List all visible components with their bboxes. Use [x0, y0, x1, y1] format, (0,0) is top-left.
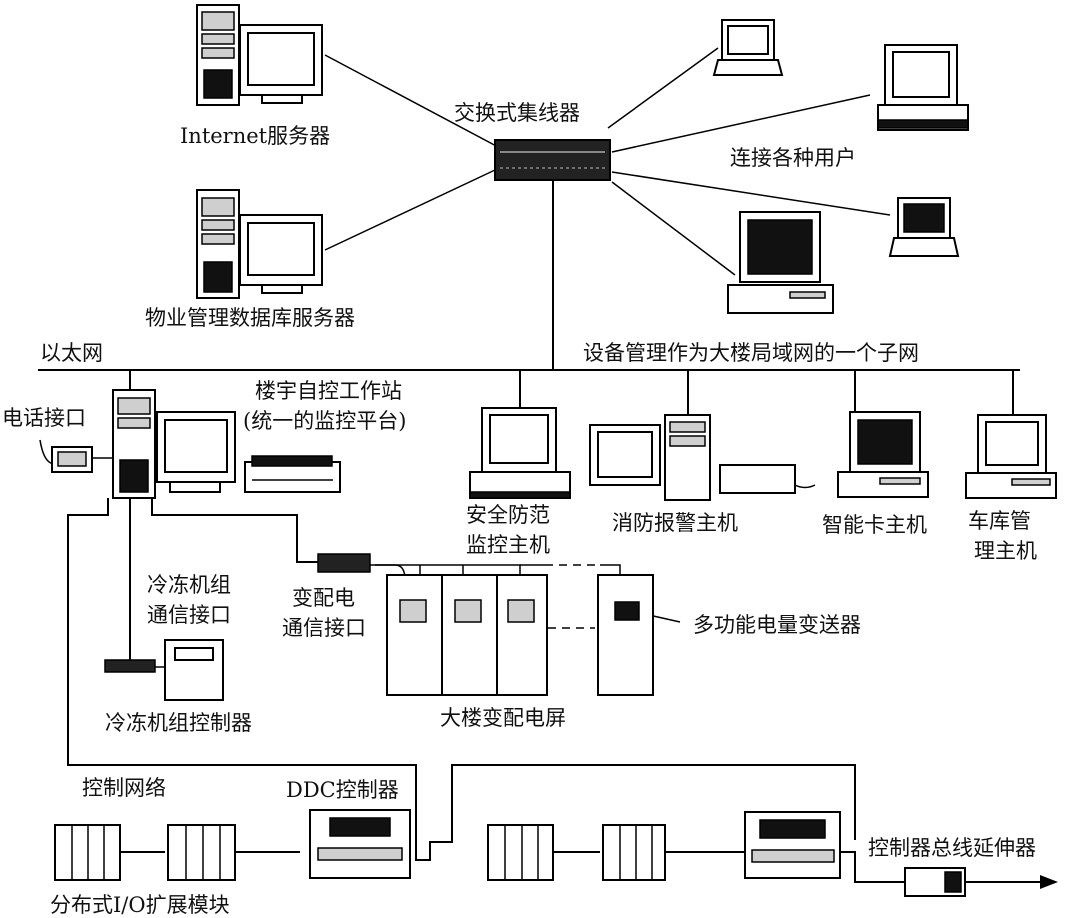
label-security-2: 监控主机 [466, 533, 550, 557]
label-garage-2: 理主机 [974, 539, 1037, 563]
labels: Internet服务器 交换式集线器 连接各种用户 物业管理数据库服务器 以太网… [2, 101, 1037, 917]
label-garage-1: 车库管 [968, 509, 1031, 533]
chiller-controller-icon [164, 639, 224, 701]
bus-extender-icon [904, 867, 966, 897]
label-security-1: 安全防范 [466, 503, 550, 527]
io-rack-icon-4 [602, 824, 666, 881]
label-subnet-note: 设备管理作为大楼局域网的一个子网 [583, 341, 919, 365]
modem-icon [51, 446, 93, 473]
power-cabinet-2 [441, 574, 498, 696]
label-substation-comm-2: 通信接口 [282, 616, 366, 640]
label-substation-panel: 大楼变配电屏 [440, 706, 566, 730]
power-cabinet-1 [386, 574, 443, 696]
label-chiller-controller: 冷冻机组控制器 [105, 711, 252, 735]
label-connect-users: 连接各种用户 [730, 146, 856, 170]
label-workstation-2: (统一的监控平台) [243, 409, 406, 433]
chiller-comm-interface-icon [104, 659, 156, 673]
label-chiller-comm-2: 通信接口 [147, 603, 231, 627]
switch-hub-icon [494, 139, 611, 181]
laptop-icon-right [888, 197, 960, 257]
garage-host-icon [965, 414, 1057, 499]
ddc-controller-icon-1 [309, 809, 411, 879]
printer-icon [244, 455, 341, 493]
fire-alarm-host-icon [589, 414, 816, 501]
power-cabinet-4 [597, 574, 654, 696]
io-rack-icon-2 [167, 824, 236, 881]
label-phone-interface: 电话接口 [2, 406, 86, 430]
label-fire-alarm: 消防报警主机 [612, 511, 738, 535]
label-bus-extender: 控制器总线延伸器 [868, 836, 1036, 860]
internet-server-icon [196, 4, 323, 106]
label-workstation-1: 楼宇自控工作站 [255, 379, 402, 403]
ddc-controller-icon-2 [744, 811, 841, 879]
label-chiller-comm-1: 冷冻机组 [147, 573, 231, 597]
label-io-module: 分布式I/O扩展模块 [50, 893, 230, 917]
substation-comm-interface-icon [317, 553, 371, 573]
label-substation-comm-1: 变配电 [292, 586, 355, 610]
label-switch-hub: 交换式集线器 [454, 101, 580, 125]
label-internet-server: Internet服务器 [180, 124, 330, 148]
property-db-server-icon [196, 189, 323, 299]
label-ethernet: 以太网 [40, 341, 103, 365]
label-power-transmitter: 多功能电量变送器 [693, 613, 861, 637]
desktop-pc-icon-center [727, 211, 834, 314]
security-host-icon [469, 407, 571, 499]
desktop-pc-icon-top-right [877, 44, 969, 131]
workstation-icon [112, 389, 236, 499]
io-rack-icon-1 [54, 824, 121, 881]
label-property-db-server: 物业管理数据库服务器 [145, 306, 355, 330]
label-smart-card: 智能卡主机 [822, 513, 927, 537]
label-control-network: 控制网络 [82, 776, 166, 800]
power-cabinet-group [386, 574, 654, 696]
smart-card-host-icon [837, 411, 929, 498]
laptop-icon-top [712, 19, 784, 76]
io-rack-icon-3 [487, 824, 554, 881]
label-ddc-controller: DDC控制器 [286, 778, 399, 802]
power-cabinet-3 [496, 574, 548, 696]
